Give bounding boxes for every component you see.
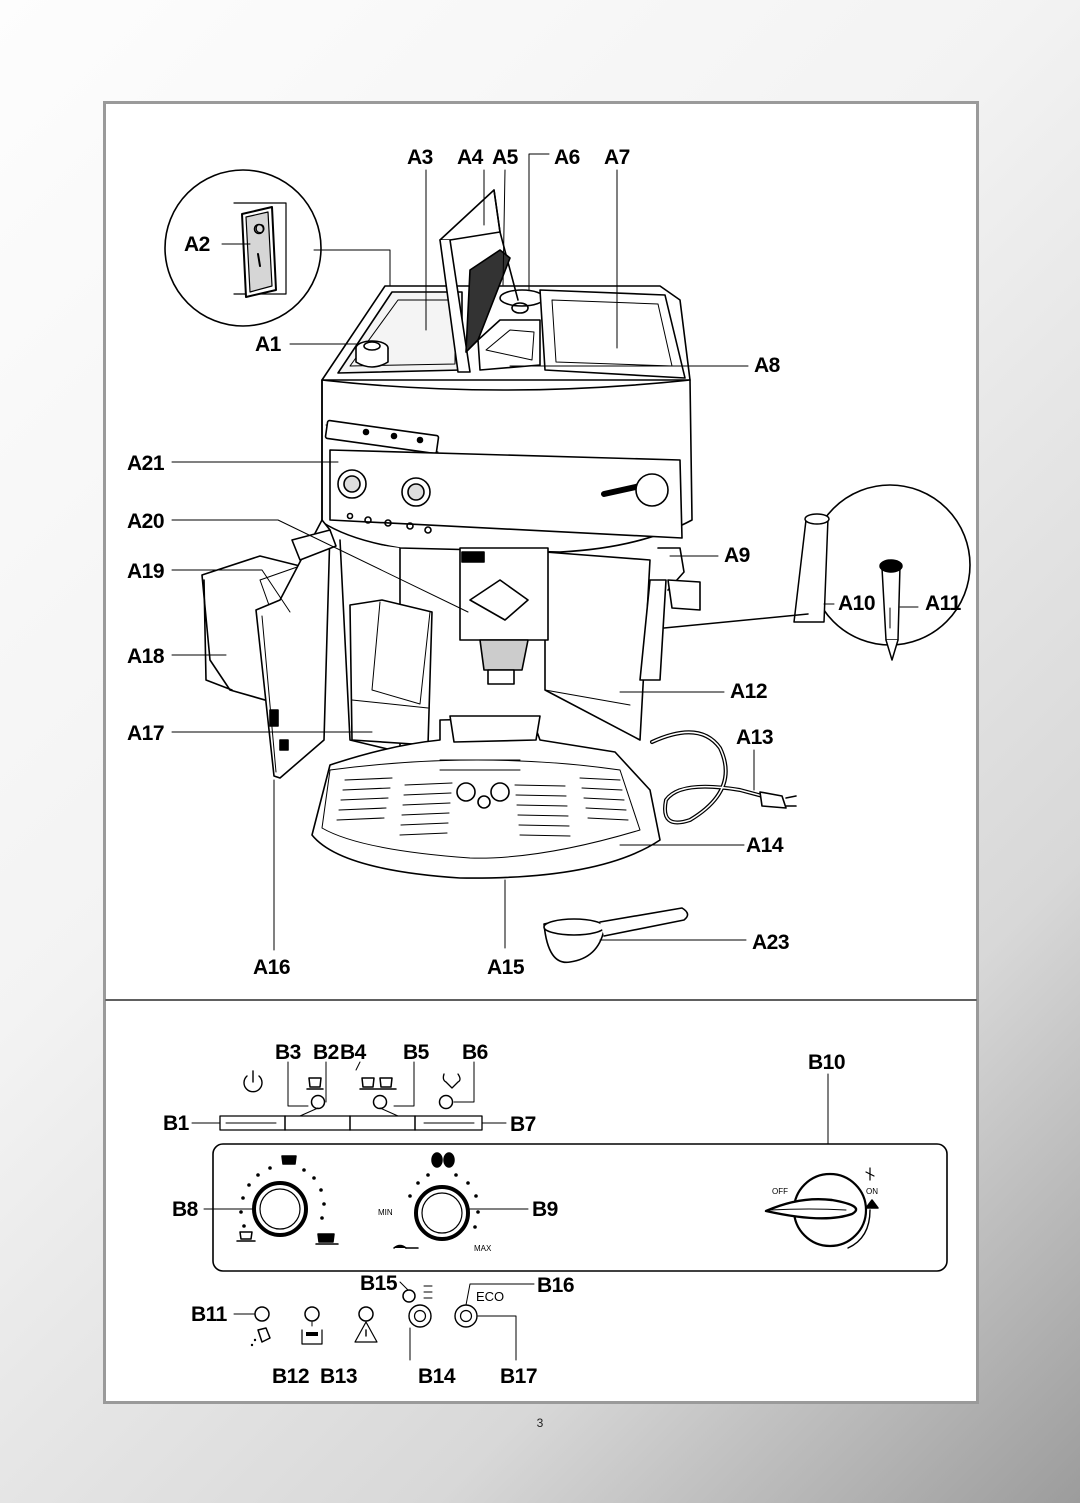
label-b13: B13 bbox=[320, 1365, 357, 1388]
label-a9: A9 bbox=[724, 544, 750, 567]
label-b3: B3 bbox=[275, 1041, 301, 1064]
label-b6: B6 bbox=[462, 1041, 488, 1064]
control-panel-detail bbox=[191, 1061, 948, 1361]
label-a10: A10 bbox=[838, 592, 875, 615]
label-a2: A2 bbox=[184, 233, 210, 256]
label-b15: B15 bbox=[360, 1272, 398, 1295]
machine-body bbox=[201, 189, 797, 964]
off-marking: OFF bbox=[772, 1187, 788, 1196]
label-b1: B1 bbox=[163, 1112, 190, 1135]
label-a16: A16 bbox=[253, 956, 290, 979]
label-a7: A7 bbox=[604, 146, 630, 169]
label-a1: A1 bbox=[255, 333, 282, 356]
label-a23: A23 bbox=[752, 931, 789, 954]
label-a4: A4 bbox=[457, 146, 484, 169]
eco-marking: ECO bbox=[476, 1289, 504, 1304]
label-b2: B2 bbox=[313, 1041, 339, 1064]
part-a-callouts: A3 A4 A5 A6 A7 A2 A1 A8 A21 A20 A19 A18 … bbox=[127, 146, 962, 979]
label-b14: B14 bbox=[418, 1365, 456, 1388]
label-a19: A19 bbox=[127, 560, 164, 583]
label-a17: A17 bbox=[127, 722, 164, 745]
label-a11: A11 bbox=[925, 592, 962, 615]
switch-off-mark: O bbox=[255, 221, 265, 236]
label-b10: B10 bbox=[808, 1051, 845, 1074]
label-b16: B16 bbox=[537, 1274, 574, 1297]
accessories-inset bbox=[663, 484, 971, 661]
part-b-callouts: B3 B2 B4 B5 B6 B10 B1 B7 B8 B9 B15 B16 B… bbox=[163, 1041, 846, 1388]
label-a20: A20 bbox=[127, 510, 164, 533]
switch-markings: O bbox=[255, 221, 265, 236]
label-a18: A18 bbox=[127, 645, 165, 668]
label-a21: A21 bbox=[127, 452, 165, 475]
label-b4: B4 bbox=[340, 1041, 367, 1064]
label-a14: A14 bbox=[746, 834, 784, 857]
on-marking: ON bbox=[866, 1187, 878, 1196]
label-b12: B12 bbox=[272, 1365, 309, 1388]
label-b9: B9 bbox=[532, 1198, 558, 1221]
label-a6: A6 bbox=[554, 146, 580, 169]
power-switch-inset bbox=[164, 169, 391, 327]
panel-markings: MIN MAX OFF ON ECO bbox=[378, 1187, 878, 1304]
label-b11: B11 bbox=[191, 1303, 228, 1326]
label-b17: B17 bbox=[500, 1365, 537, 1388]
label-b8: B8 bbox=[172, 1198, 199, 1221]
label-a15: A15 bbox=[487, 956, 525, 979]
label-a8: A8 bbox=[754, 354, 781, 377]
min-marking: MIN bbox=[378, 1208, 393, 1217]
label-a3: A3 bbox=[407, 146, 433, 169]
leader-lines-a bbox=[171, 153, 919, 951]
label-a13: A13 bbox=[736, 726, 773, 749]
label-a5: A5 bbox=[492, 146, 519, 169]
max-marking: MAX bbox=[474, 1244, 492, 1253]
label-b5: B5 bbox=[403, 1041, 430, 1064]
page-number: 3 bbox=[536, 1416, 544, 1430]
label-a12: A12 bbox=[730, 680, 767, 703]
label-b7: B7 bbox=[510, 1113, 536, 1136]
